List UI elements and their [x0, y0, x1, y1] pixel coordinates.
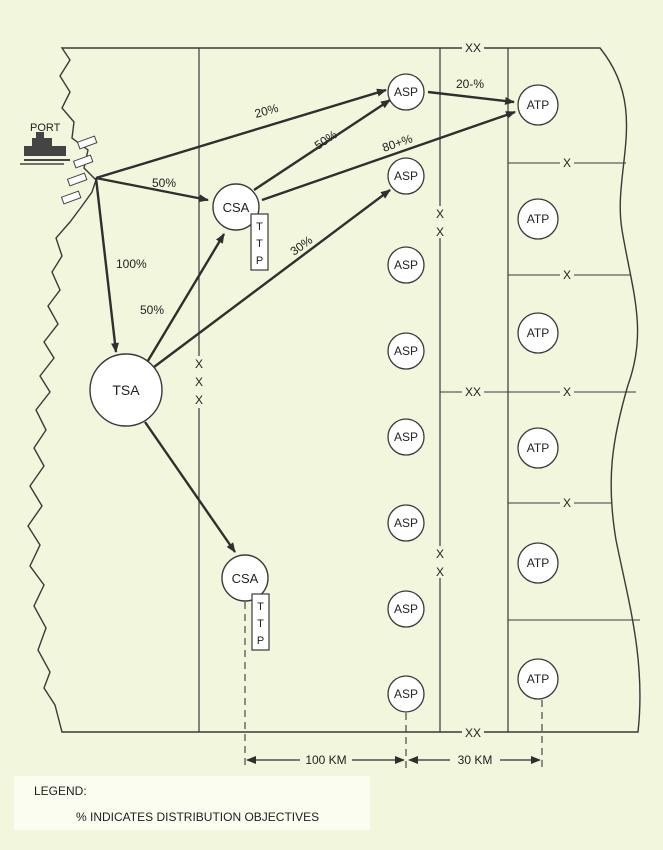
legend: LEGEND: % INDICATES DISTRIBUTION OBJECTI… — [14, 776, 370, 830]
arrow-port-to-csa — [95, 176, 209, 203]
arrow-port-to-tsa — [94, 177, 119, 353]
x-symbol-xxx-3: X — [195, 393, 203, 407]
node-csa-upper — [212, 183, 260, 231]
flow-label-tsa-to-csa: 50% — [140, 303, 164, 317]
x-symbol-xx-upper-2: X — [436, 225, 444, 239]
distance-label-100km: 100 KM — [305, 753, 346, 767]
asp-column: ASP ASP ASP ASP ASP ASP ASP ASP — [387, 73, 425, 713]
xx-symbol-bottom: XX — [465, 726, 481, 740]
boundary-symbols: XX XX XX X X X X X X X X X X X — [191, 41, 574, 740]
node-asp-4-label: ASP — [394, 344, 418, 358]
node-asp-1 — [387, 73, 425, 111]
arrow-tsa-to-lower-csa — [144, 421, 236, 553]
x-symbol-sector-3: X — [563, 385, 571, 399]
ttp-upper-letter-2: T — [256, 238, 263, 250]
flow-label-csa-to-atp: 80+% — [380, 131, 414, 154]
node-asp-8-label: ASP — [394, 687, 418, 701]
node-asp-3-label: ASP — [394, 258, 418, 272]
x-symbol-xxx-1: X — [195, 357, 203, 371]
x-symbol-xx-lower-1: X — [436, 547, 444, 561]
x-symbol-xx-lower-2: X — [436, 565, 444, 579]
xx-symbol-top: XX — [465, 41, 481, 55]
ttp-box-lower — [251, 593, 270, 651]
node-asp-3 — [387, 246, 425, 284]
node-atp-1-label: ATP — [527, 98, 549, 112]
x-symbol-sector-4: X — [563, 496, 571, 510]
node-asp-1-label: ASP — [394, 85, 418, 99]
node-asp-4 — [387, 332, 425, 370]
node-asp-6 — [387, 504, 425, 542]
ttp-lower-letter-1: T — [257, 601, 264, 613]
arrow-tsa-to-csa — [144, 233, 226, 365]
node-atp-4 — [517, 427, 559, 469]
node-tsa — [89, 353, 163, 427]
node-asp-2 — [387, 157, 425, 195]
flow-label-csa-to-asp: 50% — [312, 127, 340, 152]
x-symbol-sector-2: X — [563, 268, 571, 282]
node-atp-4-label: ATP — [527, 441, 549, 455]
ttp-upper-letter-1: T — [256, 221, 263, 233]
legend-text: % INDICATES DISTRIBUTION OBJECTIVES — [76, 810, 320, 824]
node-asp-2-label: ASP — [394, 169, 418, 183]
node-atp-3-label: ATP — [527, 326, 549, 340]
arrow-tsa-to-asp — [149, 189, 391, 371]
flow-label-asp-to-atp: 20-% — [456, 77, 484, 91]
arrow-csa-to-asp — [253, 98, 391, 192]
node-asp-5-label: ASP — [394, 430, 418, 444]
node-tsa-label: TSA — [112, 382, 140, 398]
node-asp-5 — [387, 418, 425, 456]
flow-label-tsa-to-asp: 30% — [288, 233, 316, 259]
arrow-port-to-asp — [95, 88, 387, 180]
ttp-upper-letter-3: P — [256, 255, 263, 267]
node-asp-7-label: ASP — [394, 602, 418, 616]
node-csa-lower — [221, 554, 269, 602]
port-ship-icon — [20, 132, 98, 205]
xx-symbol-mid: XX — [465, 385, 481, 399]
node-atp-5-label: ATP — [527, 556, 549, 570]
node-atp-2 — [517, 198, 559, 240]
node-atp-3 — [517, 312, 559, 354]
node-asp-7 — [387, 590, 425, 628]
ttp-box-upper — [250, 213, 269, 271]
node-asp-6-label: ASP — [394, 516, 418, 530]
node-asp-8 — [387, 675, 425, 713]
node-atp-1 — [517, 84, 559, 126]
atp-column: ATP ATP ATP ATP ATP ATP — [517, 84, 559, 700]
node-atp-2-label: ATP — [527, 212, 549, 226]
arrow-asp-to-atp — [427, 90, 515, 105]
flow-label-port-to-csa: 50% — [152, 176, 176, 190]
x-symbol-xx-upper-1: X — [436, 207, 444, 221]
arrow-csa-to-atp — [261, 110, 516, 202]
x-symbol-xxx-2: X — [195, 375, 203, 389]
flow-label-port-to-asp: 20% — [253, 101, 280, 121]
x-symbol-sector-1: X — [563, 156, 571, 170]
ttp-lower-letter-2: T — [257, 618, 264, 630]
theater-boundary — [27, 47, 641, 733]
distance-label-30km: 30 KM — [458, 753, 493, 767]
node-atp-5 — [517, 542, 559, 584]
node-csa-upper-label: CSA — [223, 200, 250, 215]
node-csa-lower-label: CSA — [232, 571, 259, 586]
flow-label-port-to-tsa: 100% — [116, 257, 147, 271]
ttp-lower-letter-3: P — [257, 635, 264, 647]
node-atp-6-label: ATP — [527, 672, 549, 686]
legend-title: LEGEND: — [34, 784, 87, 798]
port-label: PORT — [30, 122, 61, 134]
node-atp-6 — [517, 658, 559, 700]
